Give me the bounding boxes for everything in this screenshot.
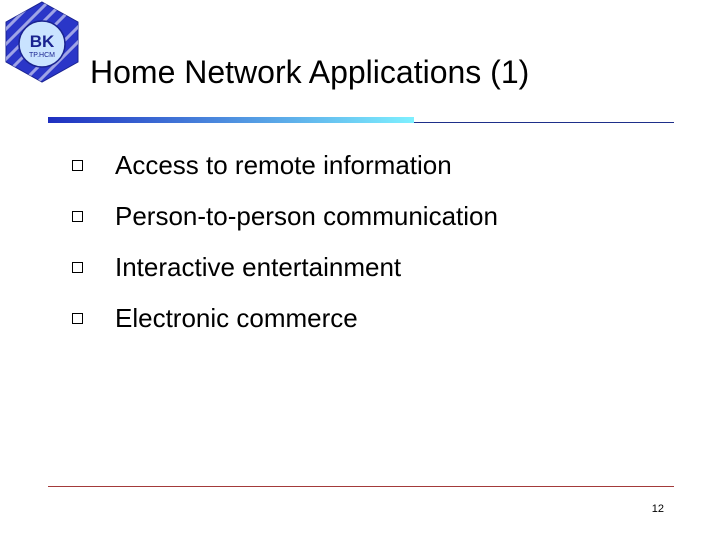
bullet-text: Person-to-person communication	[115, 201, 498, 231]
bullet-list: Access to remote information Person-to-p…	[72, 140, 498, 344]
bullet-text: Access to remote information	[115, 150, 452, 180]
title-divider	[48, 117, 674, 123]
bullet-item: Electronic commerce	[72, 293, 498, 344]
bullet-item: Interactive entertainment	[72, 242, 498, 293]
slide-title: Home Network Applications (1)	[90, 54, 530, 90]
square-bullet-icon	[72, 211, 83, 222]
footer-divider	[48, 486, 674, 487]
bullet-text: Electronic commerce	[115, 303, 358, 333]
bullet-item: Person-to-person communication	[72, 191, 498, 242]
square-bullet-icon	[72, 313, 83, 324]
page-number: 12	[651, 503, 664, 515]
square-bullet-icon	[72, 160, 83, 171]
logo-text-tphcm: TP.HCM	[29, 52, 55, 59]
logo-text-bk: BK	[30, 32, 55, 51]
bullet-text: Interactive entertainment	[115, 252, 402, 282]
university-logo: BK TP.HCM	[5, 1, 79, 83]
bullet-item: Access to remote information	[72, 140, 498, 191]
square-bullet-icon	[72, 262, 83, 273]
